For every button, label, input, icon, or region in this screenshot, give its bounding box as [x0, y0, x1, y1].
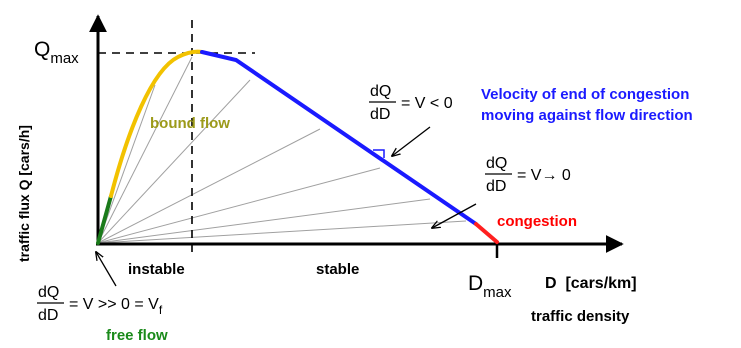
free-flow-formula: dQ dD = V >> 0 = Vf — [37, 284, 163, 324]
fraction-denominator: dD — [370, 106, 390, 123]
fundamental-curve — [96, 49, 499, 245]
ray-line — [97, 79, 251, 244]
x-axis-label: D [cars/km] — [545, 275, 637, 292]
bound-flow-segment — [109, 49, 204, 198]
ray-line — [97, 220, 467, 244]
x-axis-sublabel: traffic density — [531, 308, 630, 325]
fraction-denominator: dD — [486, 178, 506, 195]
instable-label: instable — [128, 261, 185, 278]
slope-marker — [373, 149, 385, 158]
annotation-line-2: moving against flow direction — [481, 107, 693, 124]
free-flow-label: free flow — [106, 327, 168, 344]
congestion-label: congestion — [497, 213, 577, 230]
ray-line — [97, 198, 431, 244]
qmax-label: Qmax — [34, 38, 79, 67]
stable-label: stable — [316, 261, 359, 278]
fraction-numerator: dQ — [486, 155, 507, 172]
ray-line — [97, 84, 156, 244]
ray-line — [97, 56, 193, 244]
formula-rhs: = V >> 0 = Vf — [69, 296, 163, 317]
free-flow-segment — [96, 194, 113, 245]
free-flow-arrow — [96, 252, 117, 287]
negative-slope-formula: dQ dD = V < 0 — [369, 83, 453, 123]
y-axis-label: traffic flux Q [cars/h] — [16, 125, 32, 262]
formula-rhs: = V < 0 — [401, 95, 453, 112]
zero-slope-arrow — [432, 203, 477, 228]
formula-rhs: = V→ 0 — [517, 167, 571, 184]
negative-slope-arrow — [392, 126, 431, 156]
secant-rays — [97, 56, 467, 244]
fraction-denominator: dD — [38, 307, 58, 324]
fraction-numerator: dQ — [370, 83, 391, 100]
stable-segment — [200, 50, 478, 226]
annotation-line-1: Velocity of end of congestion — [481, 86, 689, 103]
ray-line — [97, 128, 321, 244]
zero-slope-formula: dQ dD = V→ 0 — [485, 155, 571, 195]
fraction-numerator: dQ — [38, 284, 59, 301]
dmax-label: Dmax — [468, 272, 512, 301]
congestion-segment — [474, 222, 499, 244]
bound-flow-label: bound flow — [150, 115, 230, 132]
ray-line — [97, 167, 381, 244]
